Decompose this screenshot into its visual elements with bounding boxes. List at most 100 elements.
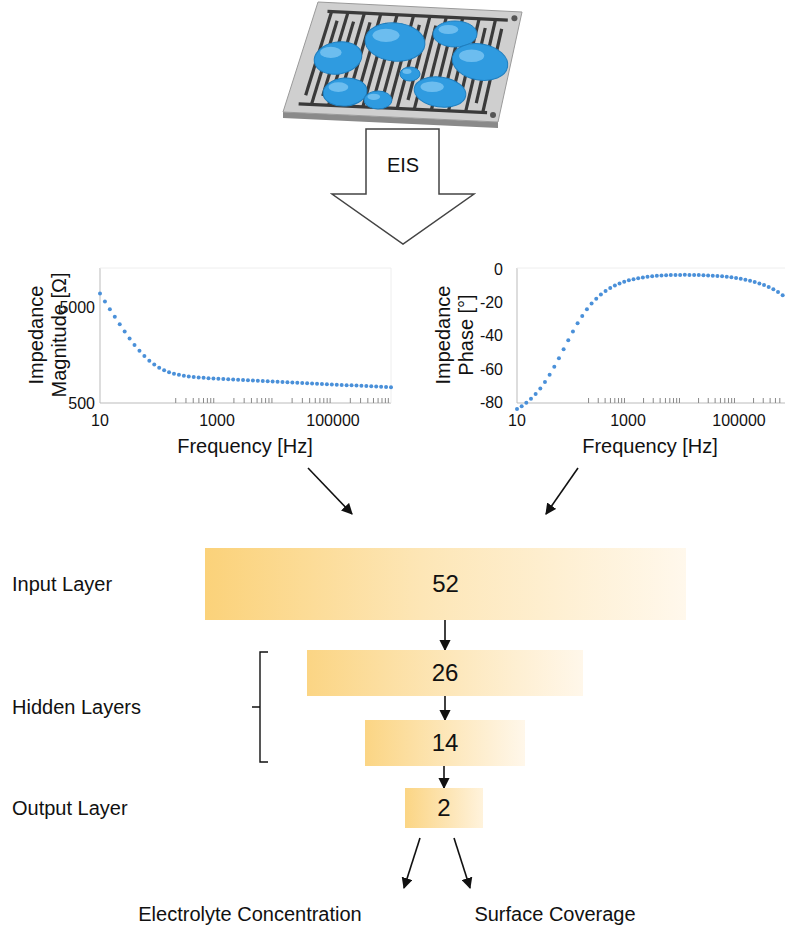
- data-point: [655, 274, 659, 278]
- method-label: EIS: [387, 154, 419, 177]
- minor-tick: [708, 398, 709, 403]
- axis-line: [517, 403, 785, 404]
- data-point: [571, 330, 575, 334]
- minor-tick: [268, 398, 269, 403]
- data-point: [618, 281, 622, 285]
- data-point: [157, 366, 161, 370]
- data-point: [202, 376, 206, 380]
- data-point: [608, 286, 612, 290]
- droplet-highlight: [459, 49, 484, 62]
- data-point: [734, 276, 738, 280]
- minor-tick: [367, 398, 368, 403]
- minor-tick: [265, 398, 266, 403]
- minor-tick: [388, 398, 389, 403]
- leader-arrow: [308, 468, 352, 514]
- layer-bar: 14: [365, 720, 525, 766]
- droplet: [433, 21, 477, 47]
- data-point: [152, 363, 156, 367]
- data-point: [650, 274, 654, 278]
- data-point: [98, 292, 102, 296]
- minor-tick: [185, 398, 186, 403]
- data-point: [350, 383, 354, 387]
- neuron-count: 2: [437, 794, 450, 822]
- data-point: [290, 380, 294, 384]
- data-point: [177, 373, 181, 377]
- data-point: [534, 392, 538, 396]
- data-point: [622, 280, 626, 284]
- tick-label: 500: [68, 395, 95, 413]
- neuron-count: 26: [432, 659, 459, 687]
- minor-tick: [207, 398, 208, 403]
- data-point: [108, 307, 112, 311]
- data-point: [757, 281, 761, 285]
- droplet-highlight: [439, 25, 459, 34]
- minor-tick: [618, 398, 619, 403]
- leader-arrow: [404, 838, 420, 888]
- tick-label: 100000: [306, 412, 359, 430]
- data-point: [664, 273, 668, 277]
- neuron-count: 14: [432, 729, 459, 757]
- data-point: [599, 292, 603, 296]
- minor-tick: [753, 398, 754, 403]
- data-point: [580, 314, 584, 318]
- data-point: [720, 274, 724, 278]
- data-point: [636, 276, 640, 280]
- minor-tick: [588, 398, 589, 403]
- tick-label: -40: [480, 327, 503, 345]
- data-point: [300, 381, 304, 385]
- neuron-count: 52: [432, 570, 459, 598]
- data-point: [271, 380, 275, 384]
- tick-label: -20: [480, 294, 503, 312]
- layer-name: Input Layer: [12, 573, 112, 596]
- minor-tick: [731, 398, 732, 403]
- minor-tick: [233, 398, 234, 403]
- data-point: [515, 407, 519, 411]
- data-point: [753, 280, 757, 284]
- data-point: [706, 273, 710, 277]
- data-point: [389, 385, 393, 389]
- minor-tick: [643, 398, 644, 403]
- process-arrow: EIS: [330, 128, 476, 246]
- data-point: [221, 377, 225, 381]
- droplet: [449, 39, 510, 84]
- data-point: [543, 380, 547, 384]
- data-point: [576, 321, 580, 325]
- tick-label: -60: [480, 361, 503, 379]
- minor-tick: [665, 398, 666, 403]
- minor-tick: [728, 398, 729, 403]
- minor-tick: [271, 398, 272, 403]
- data-point: [646, 275, 650, 279]
- data-point: [369, 384, 373, 388]
- data-point: [548, 373, 552, 377]
- data-point: [226, 377, 230, 381]
- data-point: [251, 379, 255, 383]
- minor-tick: [373, 398, 374, 403]
- data-point: [280, 380, 284, 384]
- minor-tick: [385, 398, 386, 403]
- data-point: [669, 273, 673, 277]
- minor-tick: [319, 398, 320, 403]
- minor-tick: [327, 398, 328, 403]
- minor-tick: [292, 398, 293, 403]
- layer-bar: 52: [205, 548, 686, 620]
- sensor-plate: [283, 2, 522, 122]
- data-point: [687, 273, 691, 277]
- data-point: [384, 385, 388, 389]
- phase-plot: [515, 268, 785, 411]
- tick-label: 1000: [610, 412, 646, 430]
- data-point: [142, 354, 146, 358]
- data-point: [335, 383, 339, 387]
- data-point: [776, 290, 780, 294]
- data-point: [613, 283, 617, 287]
- output-name: Electrolyte Concentration: [138, 903, 361, 926]
- data-point: [594, 297, 598, 301]
- data-point: [137, 349, 141, 353]
- data-point: [627, 278, 631, 282]
- data-point: [246, 378, 250, 382]
- data-point: [113, 315, 117, 319]
- data-point: [241, 378, 245, 382]
- axis-line: [517, 268, 518, 403]
- magnitude-plot: [98, 268, 393, 403]
- data-point: [725, 275, 729, 279]
- minor-tick: [323, 398, 324, 403]
